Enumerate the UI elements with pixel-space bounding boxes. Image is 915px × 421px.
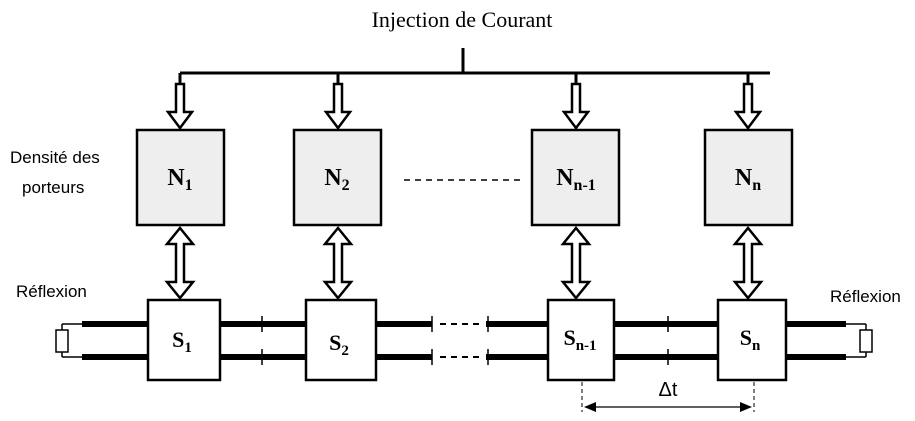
coupling-arrow-4 <box>732 226 764 300</box>
sections-ellipsis <box>440 323 480 358</box>
section-4-index: n <box>752 338 761 354</box>
section-3: Sn-1 <box>546 298 616 382</box>
carrier-node-2: N2 <box>292 128 383 227</box>
svg-text:Sn: Sn <box>740 325 761 354</box>
section-3-label: S <box>563 325 575 350</box>
svg-text:S2: S2 <box>329 330 349 359</box>
svg-text:S1: S1 <box>172 327 192 356</box>
section-1: S1 <box>146 298 222 382</box>
svg-text:Sn-1: Sn-1 <box>563 325 596 354</box>
svg-text:N2: N2 <box>324 165 349 194</box>
delta-t-label: Δt <box>659 379 678 401</box>
injection-arrow-3 <box>561 82 591 131</box>
carrier-node-1-label: N <box>167 165 185 191</box>
injection-arrow-4 <box>733 82 763 131</box>
section-4: Sn <box>716 298 788 382</box>
carrier-node-4: Nn <box>703 128 794 227</box>
injection-arrow-1 <box>165 82 195 131</box>
delta-t-dimension <box>581 382 755 412</box>
section-4-label: S <box>740 325 752 350</box>
carrier-node-3-index: n-1 <box>574 177 596 194</box>
section-2: S2 <box>304 298 378 382</box>
transmission-lines <box>82 321 846 360</box>
svg-text:N1: N1 <box>167 165 192 194</box>
carrier-node-3-label: N <box>556 165 574 191</box>
carrier-density-label: Densité des porteurs <box>10 148 105 197</box>
injection-arrow-2 <box>323 82 353 131</box>
coupling-arrow-1 <box>164 226 196 300</box>
carrier-node-1-index: 1 <box>185 177 193 194</box>
injection-bus <box>178 48 770 84</box>
carrier-node-2-label: N <box>324 165 342 191</box>
section-1-label: S <box>172 327 184 352</box>
injection-arrows <box>165 82 763 131</box>
section-2-index: 2 <box>341 343 349 359</box>
svg-text:Nn: Nn <box>735 165 761 194</box>
reflection-termination-left <box>55 323 82 358</box>
carrier-node-3: Nn-1 <box>530 128 621 227</box>
carrier-node-1: N1 <box>135 128 226 227</box>
reflection-termination-right <box>846 323 873 358</box>
section-3-index: n-1 <box>576 338 597 354</box>
section-2-label: S <box>329 330 341 355</box>
coupling-arrow-2 <box>322 226 354 300</box>
coupling-arrows <box>164 226 764 300</box>
section-1-index: 1 <box>184 340 192 356</box>
svg-text:Nn-1: Nn-1 <box>556 165 596 194</box>
carrier-node-4-label: N <box>735 165 753 191</box>
rail-ticks <box>261 316 669 365</box>
reflection-left-label: Réflexion <box>16 282 87 301</box>
reflection-right-label: Réflexion <box>830 287 901 306</box>
coupling-arrow-3 <box>560 226 592 300</box>
carrier-node-2-index: 2 <box>342 177 350 194</box>
carrier-node-4-index: n <box>752 177 761 194</box>
diagram-title: Injection de Courant <box>372 7 553 32</box>
